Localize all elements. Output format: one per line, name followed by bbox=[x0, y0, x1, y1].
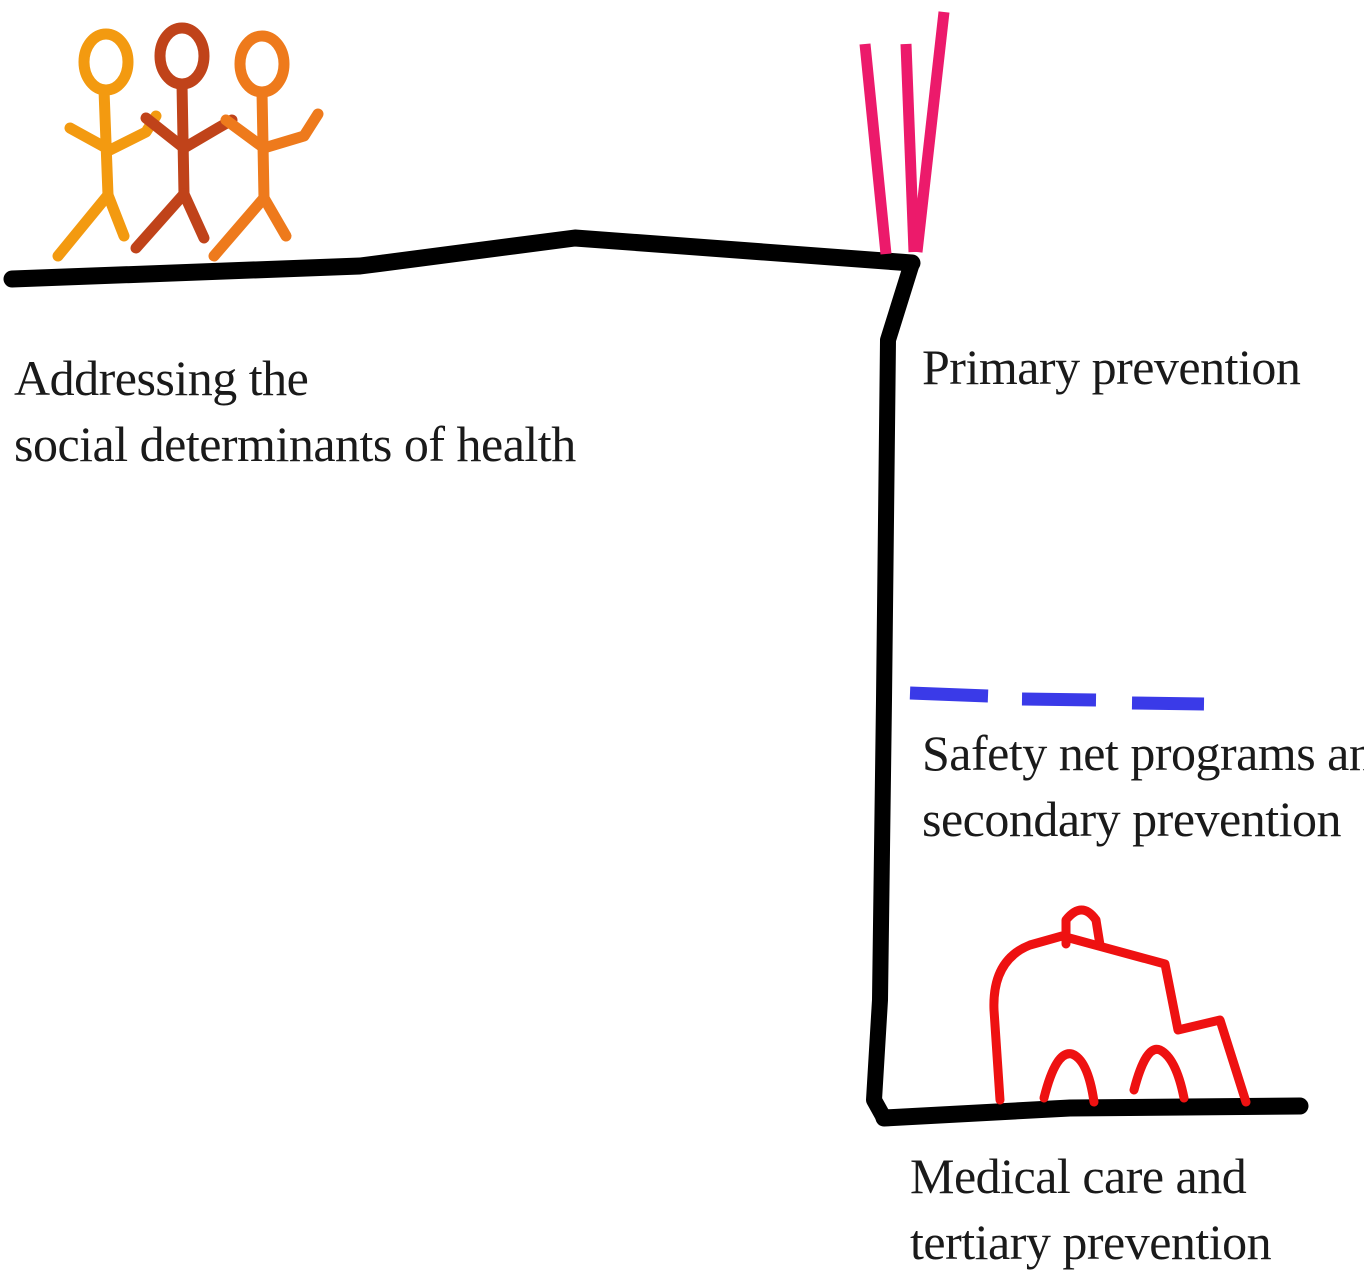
safety-net-line bbox=[909, 686, 1205, 711]
cliff-bottom-line bbox=[875, 1097, 1309, 1127]
primary-prevention-line-1: Primary prevention bbox=[922, 339, 1301, 395]
stick-figure-icon bbox=[208, 30, 324, 262]
cliff-face-line bbox=[866, 255, 920, 1126]
safety-net-line-1: Safety net programs and bbox=[922, 725, 1364, 781]
medical-care-line-2: tertiary prevention bbox=[910, 1214, 1272, 1270]
fence-icon bbox=[859, 11, 950, 255]
stick-figure-icon bbox=[130, 22, 238, 254]
social-determinants-line-1: Addressing the bbox=[14, 350, 309, 406]
hospital-icon bbox=[989, 905, 1251, 1107]
safety-net-line-2: secondary prevention bbox=[922, 791, 1342, 847]
medical-care-line-1: Medical care and bbox=[910, 1148, 1247, 1204]
primary-prevention-label: Primary prevention bbox=[922, 334, 1301, 400]
medical-care-label: Medical care and tertiary prevention bbox=[910, 1143, 1272, 1275]
social-determinants-line-2: social determinants of health bbox=[14, 416, 576, 472]
safety-net-label: Safety net programs and secondary preven… bbox=[922, 720, 1364, 852]
stick-figure-icon bbox=[52, 28, 162, 262]
cliff-top-line bbox=[3, 229, 921, 288]
social-determinants-label: Addressing the social determinants of he… bbox=[14, 345, 576, 477]
